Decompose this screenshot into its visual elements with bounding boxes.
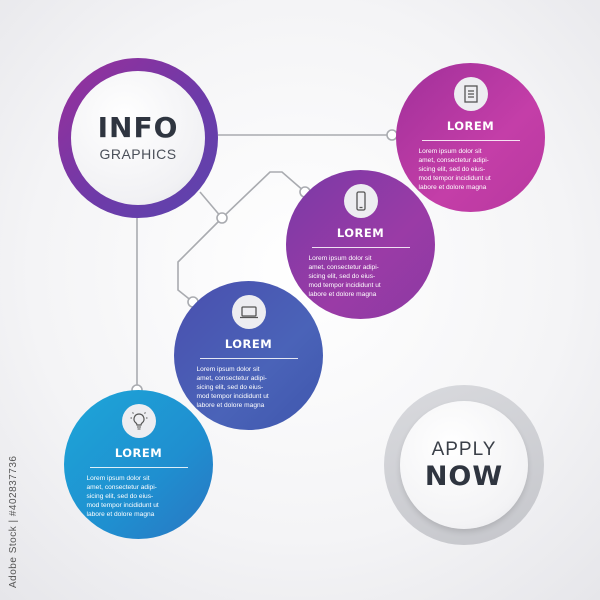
apply-now-inner[interactable]: APPLY NOW [400, 401, 528, 529]
step-description: Lorem ipsum dolor sit amet, consectetur … [418, 148, 491, 191]
step-circle-3: LOREM Lorem ipsum dolor sit amet, consec… [174, 281, 323, 430]
step-circle-4: LOREM Lorem ipsum dolor sit amet, consec… [64, 390, 213, 539]
info-graphics-inner: INFO GRAPHICS [71, 71, 205, 205]
step-title: LOREM [336, 226, 385, 240]
divider [199, 358, 298, 359]
divider [421, 140, 520, 141]
step-title: LOREM [446, 119, 495, 133]
divider [311, 247, 410, 248]
step-circle-2: LOREM Lorem ipsum dolor sit amet, consec… [286, 170, 435, 319]
step-description: Lorem ipsum dolor sit amet, consectetur … [196, 366, 269, 409]
laptop-icon [231, 295, 266, 329]
step-title: LOREM [114, 446, 163, 460]
step-description: Lorem ipsum dolor sit amet, consectetur … [86, 475, 159, 518]
document-icon [453, 77, 488, 111]
now-label: NOW [424, 461, 504, 492]
apply-now-button[interactable]: APPLY NOW [384, 385, 544, 545]
divider [89, 467, 188, 468]
apply-label: APPLY [431, 439, 497, 460]
infographic-title: INFO [97, 111, 179, 144]
mobile-phone-icon [343, 184, 378, 218]
step-description: Lorem ipsum dolor sit amet, consectetur … [308, 255, 381, 298]
connector-info-to-mid [199, 171, 306, 220]
info-graphics-badge: INFO GRAPHICS [58, 58, 218, 218]
step-title: LOREM [224, 337, 273, 351]
lightbulb-icon [121, 404, 156, 438]
step-circle-1: LOREM Lorem ipsum dolor sit amet, consec… [396, 63, 545, 212]
infographic-subtitle: GRAPHICS [99, 146, 177, 162]
connector-node [216, 212, 228, 224]
connector-to-low [177, 217, 223, 303]
stock-watermark: Adobe Stock | #402837736 [8, 455, 19, 588]
